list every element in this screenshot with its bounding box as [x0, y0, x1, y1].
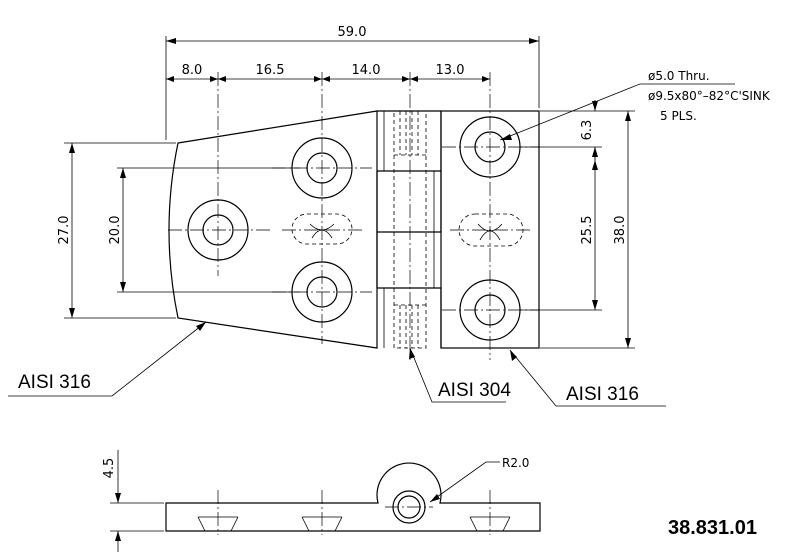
left-leaf	[168, 110, 378, 349]
dim-pitch-2: 16.5	[256, 63, 285, 78]
material-pin-callout: AISI 304	[409, 347, 511, 403]
extension-lines	[64, 36, 635, 349]
dim-pitch-4: 13.0	[436, 63, 465, 78]
hole-note-line2: ø9.5x80°–82°C'SINK	[648, 89, 771, 103]
dim-knuckle-radius: R2.0	[502, 456, 529, 470]
dim-left-height: 27.0	[57, 216, 72, 245]
hole-note: ø5.0 Thru. ø9.5x80°–82°C'SINK 5 PLS.	[499, 69, 771, 141]
centerlines	[168, 72, 540, 360]
dim-pitch-3: 14.0	[352, 63, 381, 78]
radius-callout: R2.0	[429, 456, 529, 503]
material-left-label: AISI 316	[18, 372, 91, 393]
dim-pitch-1: 8.0	[182, 63, 203, 78]
material-right-label: AISI 316	[566, 384, 639, 405]
dim-right-hole-spacing: 25.5	[580, 216, 595, 245]
part-number: 38.831.01	[668, 517, 757, 539]
side-view	[165, 462, 541, 535]
material-pin-label: AISI 304	[438, 380, 511, 401]
dim-right-top-offset: 6.3	[580, 120, 595, 141]
dim-thickness: 4.5	[102, 458, 117, 479]
arrowheads	[69, 38, 631, 348]
dim-overall-length: 59.0	[338, 25, 367, 40]
hole-note-line3: 5 PLS.	[660, 109, 697, 123]
thickness-dimension: 4.5	[102, 450, 164, 552]
dim-left-hole-spacing: 20.0	[108, 216, 123, 245]
hole-note-line1: ø5.0 Thru.	[648, 69, 710, 83]
dim-right-height: 38.0	[613, 216, 628, 245]
knuckle	[376, 110, 442, 348]
material-left-callout: AISI 316	[8, 321, 207, 397]
material-right-callout: AISI 316	[509, 349, 666, 407]
